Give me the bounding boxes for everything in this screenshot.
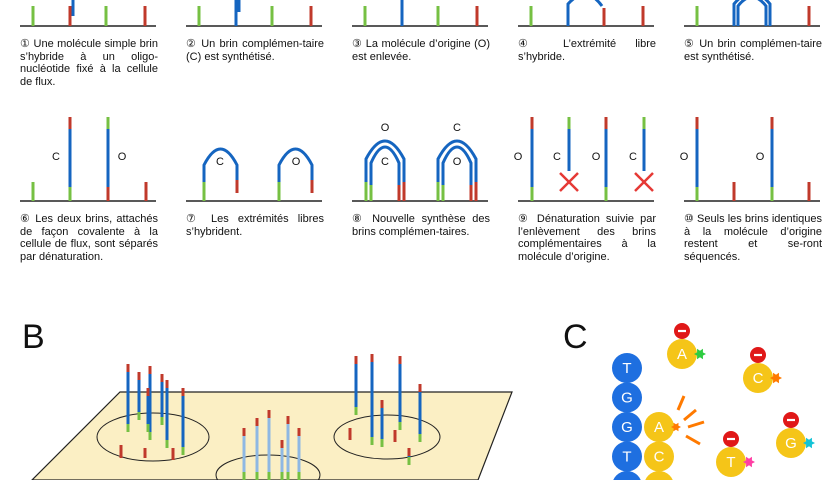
template-base-letter: G xyxy=(621,390,633,407)
free-nucleotide-circle xyxy=(716,447,746,477)
template-base-circle xyxy=(613,471,641,480)
fluorophore-star xyxy=(770,372,782,384)
caption-step-3: ③ La molécule d’origine (O) est enlevée. xyxy=(352,38,490,63)
template-base-circle xyxy=(612,353,642,383)
label-o: O xyxy=(292,156,301,168)
fluor-flash xyxy=(687,420,705,429)
caption-step-6: ⑥ Les deux brins, attachés de façon cova… xyxy=(20,213,158,263)
label-c: C xyxy=(629,151,637,163)
double-bridge-2-outer xyxy=(436,139,478,201)
template-base-letter: A xyxy=(622,478,632,480)
free-nucleotide-circle xyxy=(776,428,806,458)
label-c: C xyxy=(381,156,389,168)
label-o: O xyxy=(680,151,689,163)
incorporated-base-circle xyxy=(645,471,673,480)
bridge-o xyxy=(277,147,314,201)
free-nucleotide-letter: C xyxy=(753,370,764,387)
fluor-flash xyxy=(683,408,697,422)
double-bridge-1-inner xyxy=(369,145,401,201)
label-o: O xyxy=(453,156,462,168)
panel-b-label: B xyxy=(22,318,45,356)
label-o: O xyxy=(381,122,390,134)
label-o: O xyxy=(514,151,523,163)
caption-step-4: ④ L’extrémité libre s’hybride. xyxy=(518,38,656,63)
incorporated-base-circle xyxy=(644,412,674,442)
incorporated-base-letter: C xyxy=(654,449,665,466)
panel-b-flow-cell xyxy=(31,354,513,480)
fluorophore-star xyxy=(694,348,706,360)
template-base-circle xyxy=(612,382,642,413)
label-c: C xyxy=(216,156,224,168)
bridge-outer xyxy=(732,0,772,26)
template-base-circle xyxy=(612,412,642,442)
double-bridge-1-outer xyxy=(364,139,406,201)
label-o: O xyxy=(118,151,127,163)
incorporated-base-circle xyxy=(644,441,674,472)
bridge-strand xyxy=(566,0,604,26)
cluster-outline xyxy=(96,412,210,462)
label-c: C xyxy=(453,122,461,134)
template-base-letter: T xyxy=(622,449,631,466)
free-nucleotide-letter: T xyxy=(726,454,735,471)
removal-cross xyxy=(559,172,579,192)
template-base-letter: G xyxy=(621,419,633,436)
caption-step-5: ⑤ Un brin complémen-taire est synthétisé… xyxy=(684,38,822,63)
panel-a-steps: C O C O O C C O O C O C O O xyxy=(20,0,820,202)
template-base-letter: T xyxy=(622,360,631,377)
panel-c-label: C xyxy=(563,318,588,356)
caption-step-2: ② Un brin complémen-taire (C) est synthé… xyxy=(186,38,324,63)
free-nucleotide-circle xyxy=(743,363,773,393)
panel-c-sequencing: TGGTAACAACTG xyxy=(612,323,815,480)
double-bridge-2-inner xyxy=(441,145,473,201)
bridge-inner xyxy=(736,0,768,26)
caption-step-8: ⑧ Nouvelle synthèse des brins complémen-… xyxy=(352,213,490,238)
template-base-circle xyxy=(612,441,642,472)
incorporated-base-letter: A xyxy=(654,478,664,480)
caption-step-10: ⑩ Seuls les brins identiques à la molécu… xyxy=(684,213,822,263)
label-o: O xyxy=(756,151,765,163)
fluor-flash xyxy=(685,434,701,446)
removal-cross xyxy=(634,172,654,192)
label-c: C xyxy=(52,151,60,163)
label-c: C xyxy=(553,151,561,163)
free-nucleotide-letter: A xyxy=(677,346,687,363)
incorporated-base-letter: A xyxy=(654,419,664,436)
fluorophore-star xyxy=(803,437,815,449)
free-nucleotide-letter: G xyxy=(785,435,797,452)
label-o: O xyxy=(592,151,601,163)
fluor-flash xyxy=(676,395,686,411)
caption-step-1: ① Une molécule simple brin s’hybride à u… xyxy=(20,38,158,88)
bridge-c xyxy=(202,147,239,201)
fluorophore-star xyxy=(671,422,681,432)
caption-step-9: ⑨ Dénaturation suivie par l’enlèvement d… xyxy=(518,213,656,263)
flow-cell-plate xyxy=(31,391,513,480)
cluster-outline xyxy=(333,414,441,460)
caption-step-7: ⑦ Les extrémités libres s’hybrident. xyxy=(186,213,324,238)
free-nucleotide-circle xyxy=(667,339,697,369)
fluorophore-star xyxy=(743,456,755,468)
